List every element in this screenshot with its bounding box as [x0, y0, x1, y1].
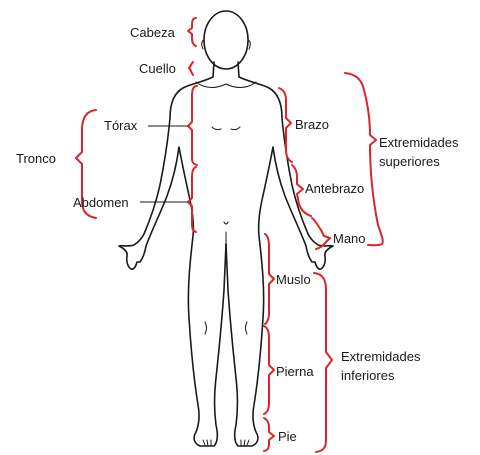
- label-foot: Pie: [278, 429, 297, 444]
- figure-pec-right: [231, 127, 240, 130]
- figure-knee-left: [205, 322, 207, 334]
- brace-upper-limbs: [345, 73, 383, 245]
- label-lower-limbs-line1: Extremidades: [341, 349, 421, 364]
- brace-hand: [312, 218, 330, 249]
- brace-arm: [279, 88, 292, 162]
- human-figure: [119, 11, 333, 446]
- label-head: Cabeza: [130, 25, 176, 40]
- figure-outline-right: [226, 77, 333, 446]
- label-thorax: Tórax: [104, 118, 138, 133]
- brace-thigh: [265, 234, 274, 324]
- label-neck: Cuello: [139, 61, 176, 76]
- brace-head: [188, 18, 196, 46]
- brace-leg: [264, 326, 274, 414]
- figure-clavicles: [196, 82, 256, 88]
- figure-head: [204, 11, 248, 69]
- label-forearm: Antebrazo: [305, 181, 364, 196]
- figure-neck-left: [213, 62, 214, 77]
- brace-abdomen: [188, 167, 196, 232]
- label-abdomen: Abdomen: [73, 195, 129, 210]
- label-arm: Brazo: [295, 117, 329, 132]
- brace-thorax: [188, 86, 197, 165]
- brace-neck: [189, 62, 193, 75]
- label-lower-limbs-line2: inferiores: [341, 368, 395, 383]
- brace-lower-limbs: [314, 273, 332, 452]
- figure-neck-right: [238, 62, 239, 77]
- figure-toes-left: [203, 440, 211, 446]
- figure-navel: [224, 222, 228, 224]
- figure-toes-right: [241, 440, 249, 446]
- brace-foot: [264, 418, 274, 451]
- label-upper-limbs-line1: Extremidades: [379, 135, 459, 150]
- label-thigh: Muslo: [276, 272, 311, 287]
- label-trunk: Tronco: [16, 151, 56, 166]
- figure-pec-left: [212, 127, 221, 130]
- label-hand: Mano: [333, 231, 366, 246]
- figure-knee-right: [246, 322, 248, 334]
- label-upper-limbs-line2: superiores: [379, 154, 440, 169]
- label-leg: Pierna: [276, 364, 314, 379]
